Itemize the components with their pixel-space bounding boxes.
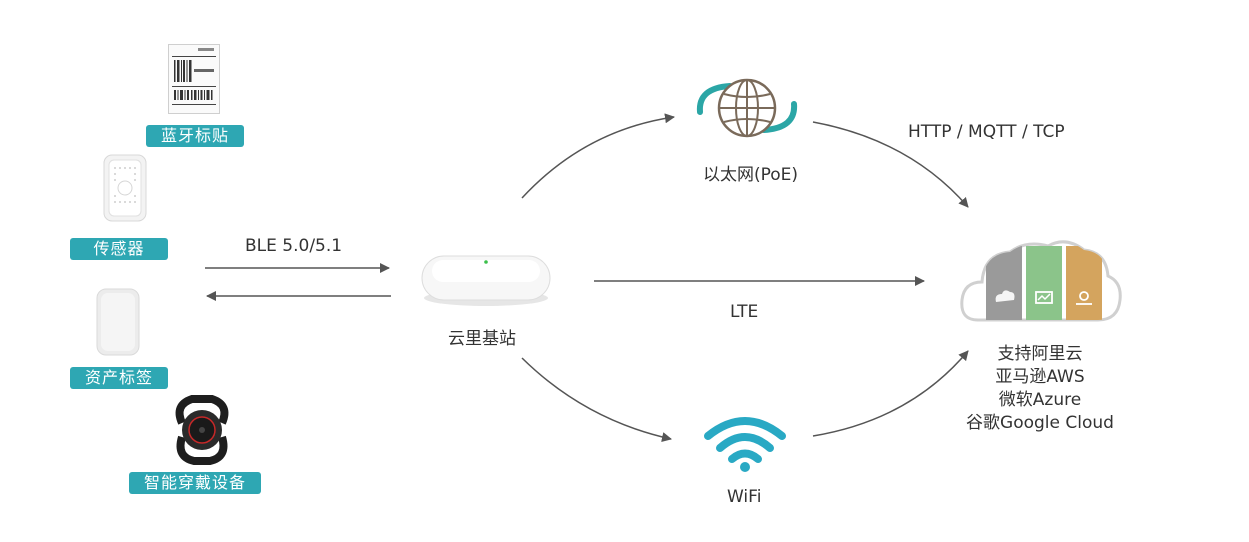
wearable-tag: 智能穿戴设备	[129, 472, 261, 494]
gateway-image	[421, 255, 551, 306]
cloud-provider-line: 支持阿里云	[997, 344, 1083, 364]
ethernet-label: 以太网(PoE)	[703, 165, 799, 185]
lte-label: LTE	[730, 302, 759, 322]
wifi-label: WiFi	[727, 487, 762, 507]
wifi-to-cloud-arrow	[812, 350, 969, 437]
cloud-provider-line: 微软Azure	[998, 390, 1082, 410]
cloud-providers: 支持阿里云 亚马逊AWS 微软Azure 谷歌Google Cloud	[940, 343, 1140, 435]
cloud-provider-line: 亚马逊AWS	[995, 367, 1085, 387]
bluetooth-sticker-tag: 蓝牙标贴	[146, 125, 244, 147]
bluetooth-sticker-image	[168, 44, 220, 114]
asset-tag-tag: 资产标签	[70, 367, 168, 389]
sensor-image	[103, 154, 147, 222]
wifi-icon	[704, 417, 786, 472]
gateway-label: 云里基站	[448, 329, 516, 349]
wearable-image	[175, 395, 229, 465]
gateway-to-wifi-arrow	[521, 357, 672, 442]
sensor-tag: 传感器	[70, 238, 168, 260]
cloud-icon	[960, 240, 1122, 322]
ethernet-to-cloud-arrow	[812, 121, 969, 208]
protocols-label: HTTP / MQTT / TCP	[908, 122, 1065, 142]
globe-icon	[696, 78, 798, 138]
gateway-to-ethernet-arrow	[521, 113, 675, 199]
asset-tag-image	[96, 288, 140, 356]
ble-label: BLE 5.0/5.1	[245, 236, 343, 256]
cloud-provider-line: 谷歌Google Cloud	[966, 413, 1114, 433]
